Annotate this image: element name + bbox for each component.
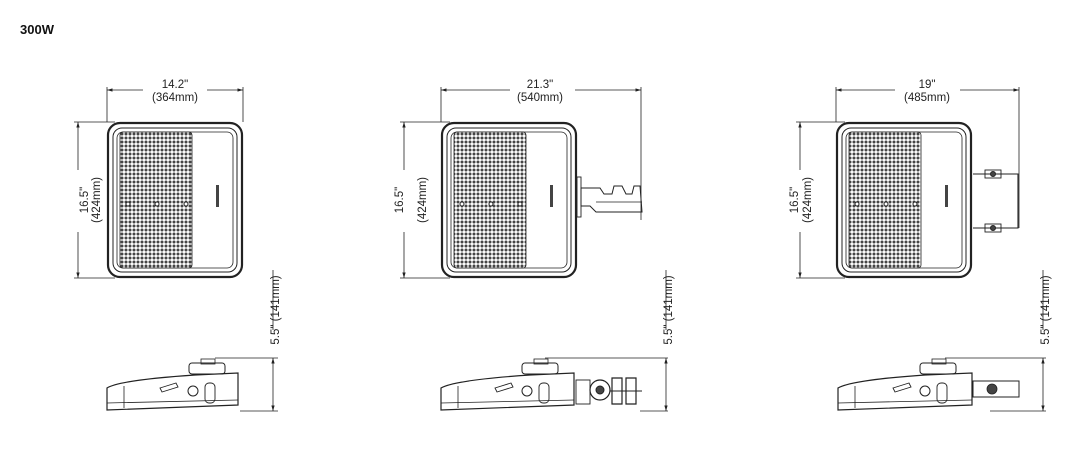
view-3-depth: 5.5" (141mm) bbox=[1040, 275, 1052, 344]
view-3-width-mm: (485mm) bbox=[904, 92, 950, 104]
view-3-width-in: 19" bbox=[919, 79, 936, 91]
wattage-title: 300W bbox=[20, 22, 54, 37]
view-1-depth: 5.5" (141mm) bbox=[270, 275, 282, 344]
view-2-width-in: 21.3" bbox=[527, 79, 553, 91]
view-2-height-in: 16.5" bbox=[394, 187, 406, 213]
view-1-front bbox=[74, 87, 244, 279]
view-1-width-mm: (364mm) bbox=[152, 92, 198, 104]
view-3-height-mm: (424mm) bbox=[802, 177, 814, 223]
view-1-side bbox=[106, 270, 278, 412]
view-3-side bbox=[837, 270, 1046, 412]
view-2-height-mm: (424mm) bbox=[417, 177, 429, 223]
view-2-side bbox=[440, 270, 668, 412]
view-1-height-mm: (424mm) bbox=[91, 177, 103, 223]
view-1-height-in: 16.5" bbox=[79, 187, 91, 213]
view-1-width-in: 14.2" bbox=[162, 79, 188, 91]
view-3-front bbox=[796, 87, 1020, 279]
view-2-depth: 5.5" (141mm) bbox=[663, 275, 675, 344]
view-2-width-mm: (540mm) bbox=[517, 92, 563, 104]
view-2-front bbox=[400, 87, 643, 279]
view-3-height-in: 16.5" bbox=[789, 187, 801, 213]
